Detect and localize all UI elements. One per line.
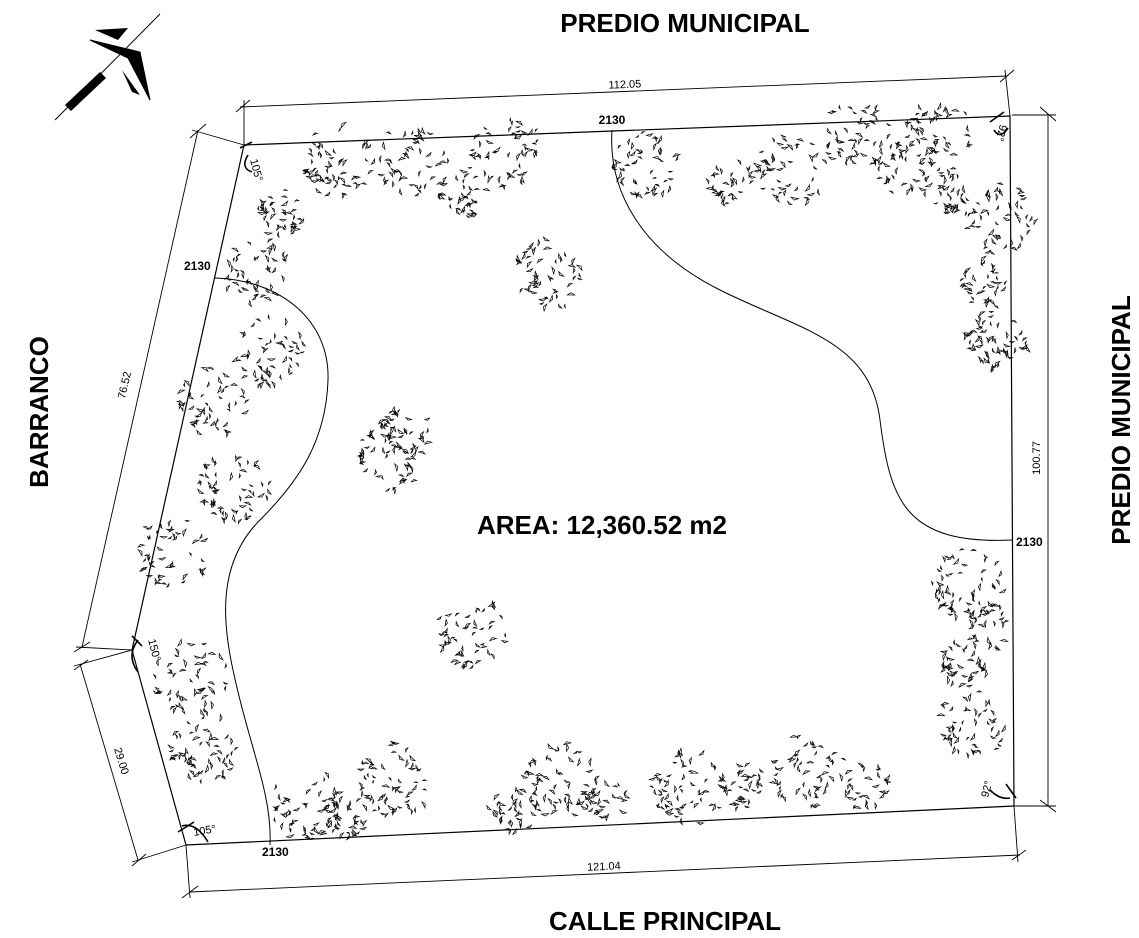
tree-icon	[435, 599, 510, 670]
contour-lines	[214, 129, 1013, 846]
tree-icon	[966, 603, 1010, 651]
contour-label-right: 2130	[1016, 535, 1043, 549]
tree-icon	[705, 159, 757, 207]
contour-west	[214, 277, 329, 846]
tree-icon	[918, 166, 970, 215]
tree-icon	[873, 140, 926, 197]
angle-nw: 105°	[247, 158, 264, 183]
tree-icon	[323, 791, 378, 841]
contour-label-left: 2130	[184, 259, 211, 273]
angle-sw: 105°	[192, 823, 217, 839]
contour-label-top: 2130	[599, 113, 626, 127]
tree-icon	[752, 134, 828, 207]
tree-icon	[152, 638, 229, 715]
tree-icon	[231, 313, 307, 390]
angle-marks	[131, 111, 1017, 843]
tree-icon	[435, 166, 491, 218]
tree-icon	[223, 238, 289, 308]
property-boundary	[131, 115, 1015, 846]
tree-icon	[175, 366, 250, 439]
north-boundary-label: PREDIO MUNICIPAL	[560, 8, 810, 38]
west-upper-dimension: 76.52	[116, 371, 134, 401]
tree-icon	[903, 101, 974, 168]
east-dimension: 100.77	[1031, 441, 1043, 475]
south-dimension: 121.04	[587, 860, 621, 873]
tree-icon	[939, 639, 989, 688]
tree-icon	[768, 734, 847, 810]
dimension-lines	[73, 69, 1057, 899]
tree-icon	[611, 131, 682, 200]
tree-icon	[825, 104, 892, 167]
tree-icon	[256, 188, 305, 239]
south-boundary-label: CALLE PRINCIPAL	[549, 906, 781, 936]
contour-north-east	[611, 129, 1013, 541]
angle-w-mid: 150°	[145, 638, 162, 663]
trees	[137, 101, 1039, 841]
tree-icon	[717, 762, 765, 812]
north-arrow-icon	[54, 13, 161, 121]
tree-icon	[963, 182, 1039, 255]
north-dimension: 112.05	[608, 78, 641, 91]
tree-icon	[576, 775, 631, 822]
east-boundary-label: PREDIO MUNICIPAL	[1106, 295, 1136, 545]
tree-icon	[301, 121, 375, 200]
tree-icon	[648, 747, 724, 826]
tree-icon	[930, 548, 1007, 622]
tree-icon	[137, 519, 209, 588]
west-lower-dimension: 29.00	[111, 746, 131, 776]
tree-icon	[272, 771, 342, 841]
tree-icon	[962, 305, 1031, 374]
tree-icon	[377, 126, 450, 197]
tree-icon	[515, 236, 584, 313]
area-label: AREA: 12,360.52 m2	[477, 510, 727, 540]
tree-icon	[844, 762, 892, 811]
angle-se: 92°	[979, 780, 995, 799]
angle-ne: 92°	[993, 123, 1009, 142]
tree-icon	[959, 255, 1008, 309]
contour-label-bottom: 2130	[262, 845, 289, 859]
west-boundary-label: BARRANCO	[24, 336, 54, 488]
tree-icon	[356, 740, 428, 819]
tree-icon	[196, 454, 273, 525]
tree-icon	[468, 116, 539, 191]
tree-icon	[167, 708, 239, 785]
tree-icon	[356, 418, 427, 495]
tree-icon	[486, 786, 538, 836]
tree-icon	[936, 690, 1006, 760]
